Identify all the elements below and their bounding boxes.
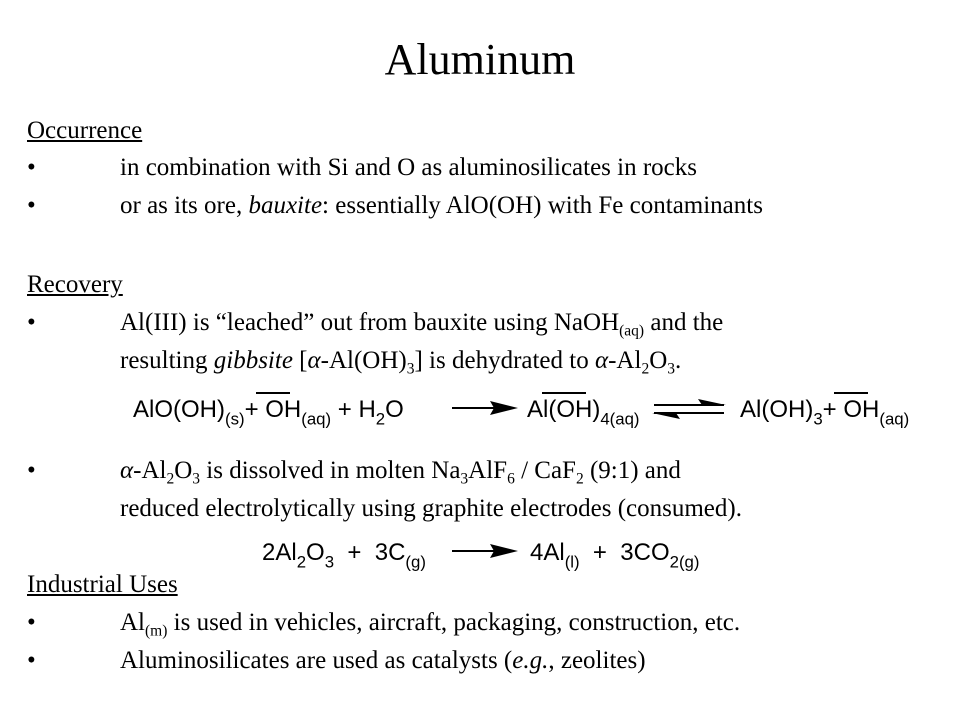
section-heading-occurrence: Occurrence — [27, 117, 143, 144]
equation-1-middle: Al(OH)4(aq) — [527, 392, 640, 429]
occurrence-line-2: or as its ore, bauxite: essentially AlO(… — [120, 192, 763, 219]
bullet-marker: • — [27, 154, 36, 181]
occurrence-line-1: in combination with Si and O as aluminos… — [120, 154, 698, 181]
recovery-line-3: α-Al2O3 is dissolved in molten Na3AlF6 /… — [120, 457, 681, 488]
recovery-line-1: Al(III) is “leached” out from bauxite us… — [120, 309, 724, 340]
equation-2-left: 2Al2O3 + 3C(g) — [262, 539, 426, 572]
section-heading-industrial-uses: Industrial Uses — [27, 571, 178, 598]
recovery-line-2: resulting gibbsite [α-Al(OH)3] is dehydr… — [120, 347, 682, 378]
bullet-marker: • — [27, 647, 36, 674]
reaction-arrow-icon — [452, 544, 518, 558]
uses-line-1: Al(m) is used in vehicles, aircraft, pac… — [120, 609, 741, 640]
bullet-marker: • — [27, 609, 36, 636]
uses-line-2: Aluminosilicates are used as catalysts (… — [120, 647, 646, 674]
bullet-marker: • — [27, 309, 36, 336]
equation-1-right: Al(OH)3 + OH(aq) — [740, 392, 910, 429]
bullet-marker: • — [27, 457, 36, 484]
reaction-arrow-icon — [452, 401, 518, 415]
page-title: Aluminum — [384, 35, 576, 84]
equilibrium-arrows-icon — [652, 399, 726, 419]
equation-1-left: AlO(OH)(s) + OH(aq) + H2O — [133, 392, 404, 429]
section-heading-recovery: Recovery — [27, 271, 123, 298]
bullet-marker: • — [27, 192, 36, 219]
equation-2-right: 4Al(l) + 3CO2(g) — [530, 539, 700, 572]
recovery-line-4: reduced electrolytically using graphite … — [120, 495, 742, 522]
